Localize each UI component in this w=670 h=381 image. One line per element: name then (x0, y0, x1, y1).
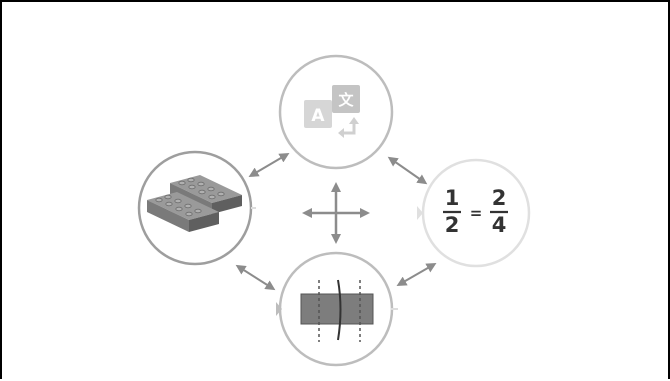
right-fraction-denominator: 4 (492, 213, 507, 237)
fractions-node: 1 2 = 2 4 (421, 158, 531, 268)
equals-sign: = (470, 204, 483, 222)
swap-arrow-head (349, 117, 359, 124)
left-fraction-numerator: 1 (445, 186, 460, 210)
brick-front (147, 192, 219, 232)
latin-tile (304, 100, 332, 128)
translation-node: A 文 (278, 54, 394, 170)
bricks-node (137, 150, 253, 266)
arrow-bricks-measurement (235, 264, 276, 291)
cjk-tile (332, 85, 360, 113)
bottom-node-in-tick (276, 302, 282, 316)
right-node-in-tick (417, 206, 423, 220)
arrow-translation-fractions (387, 156, 428, 185)
swap-arrow-shape (342, 122, 356, 135)
arrow-measurement-fractions (396, 263, 437, 286)
left-fraction-denominator: 2 (445, 213, 460, 237)
cut-line (337, 279, 342, 341)
right-fraction-numerator: 2 (492, 186, 507, 210)
move-arrows-icon (302, 182, 370, 244)
swap-arrow-head-left (338, 128, 344, 138)
arrow-bricks-translation (248, 152, 290, 178)
measurement-node (278, 251, 394, 367)
translation-icon: A 文 (304, 85, 360, 138)
building-bricks-icon (147, 175, 242, 232)
tape-measure-icon (300, 279, 374, 342)
tape-strip (300, 293, 374, 325)
connectors (235, 152, 437, 291)
latin-tile-letter: A (311, 106, 325, 126)
cjk-tile-char: 文 (338, 91, 354, 109)
fraction-equivalence-icon: 1 2 = 2 4 (443, 186, 508, 237)
node-ticks (251, 206, 423, 316)
